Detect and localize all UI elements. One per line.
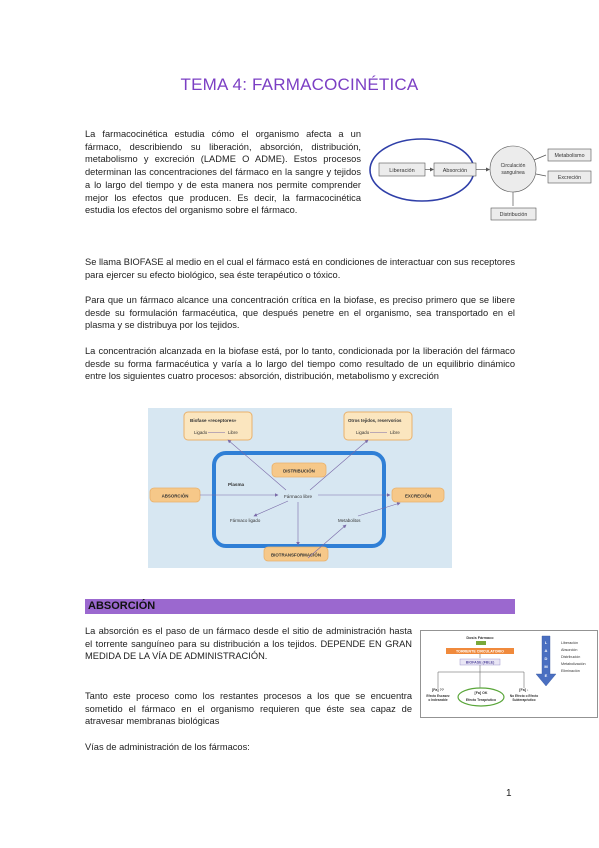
diagram-frame [420,630,598,718]
biofase-label: Biofase «receptores» [190,418,237,423]
efecto-terapeutico-label: Efecto Terapéutico [466,698,496,702]
efecto-terapeutico-ellipse [457,687,505,707]
dosis-icon [476,641,486,645]
ligado-label-2: Ligado [356,430,370,435]
circulacion-node [489,145,537,193]
metabolitos-label: Metabolitos [338,518,361,523]
ladme-letter-d: D [545,656,548,661]
ladme-letter-e: E [545,673,548,678]
libre-label-1: Libre [228,430,238,435]
circulacion-label-2: sanguínea [501,170,525,176]
excrecion-label: Excreción [558,175,581,181]
ladme-letter-m: M [544,664,548,669]
biofase-label: BIOFASE (FBLE) [466,661,495,665]
dosis-efecto-diagram: Dosis Fármaco TORRENTE CIRCULATORIO BIOF… [420,630,598,718]
intro-paragraph: La farmacocinética estudia cómo el organ… [85,129,361,216]
indeseable-label: o Indeseable [428,698,448,702]
equilibrio-paragraph: La concentración alcanzada en la biofase… [85,346,515,382]
plasma-label: Plasma [228,482,245,487]
absorcion-definition-paragraph: La absorción es el paso de un fármaco de… [85,626,412,662]
torrente-label: TORRENTE CIRCULATORIO [456,650,504,654]
biofase-plasma-diagram: Biofase «receptores» Ligado Libre Otros … [148,408,452,568]
ladme-arrow-icon [535,635,557,687]
absorcion-label: ABSORCIÓN [162,494,189,499]
legend-distribucion: Distribución [561,655,580,659]
ladme-letter-l: L [545,640,548,645]
circulacion-label: Circulación [501,163,526,169]
concentracion-paragraph: Para que un fármaco alcance una concentr… [85,295,515,331]
legend-absorcion: Absorción [561,648,577,652]
excrecion-label: EXCRECIÓN [405,494,431,499]
farmaco-ligado-label: Fármaco ligado [230,518,261,523]
biotransformacion-label: BIOTRANSFORMACIÓN [271,553,321,558]
ladme-letter-a: A [545,648,548,653]
farmaco-libre-label: Fármaco libre [284,494,313,499]
excrecion-box [547,170,592,184]
vias-administracion-paragraph: Vías de administración de los fármacos: [85,742,250,752]
liberacion-label: Liberación [389,168,414,174]
distribucion-label: Distribución [500,212,528,218]
otros-tejidos-box [343,411,413,441]
legend-eliminacion: Eliminación [561,669,580,673]
biofase-paragraph: Se llama BIOFASE al medio en el cual el … [85,257,515,280]
legend-liberacion: Liberación [561,641,578,645]
ladme-flow-diagram: Liberación Absorción Circulación sanguín… [369,138,592,221]
metabolismo-label: Metabolismo [554,153,584,159]
legend-metabolizacion: Metabolización [561,662,586,666]
distribucion-box [271,462,327,478]
plasma-compartment [212,451,386,548]
biotransformacion-box [263,546,329,562]
otros-tejidos-label: Otros tejidos, reservorios [348,418,402,423]
ligado-label-1: Ligado [194,430,208,435]
fa-left-label: [Fa] ?? [432,688,444,692]
page-number: 1 [506,788,512,799]
absorcion-section-header: ABSORCIÓN [85,599,515,614]
distribucion-label: DISTRIBUCIÓN [283,469,315,474]
dosis-label: Dosis Fármaco [466,636,494,640]
section-title: ABSORCIÓN [88,600,156,612]
efecto-escasez-label: Efecto Escasez [426,694,450,698]
torrente-bar [446,648,514,654]
subterapeutico-label: Subterapéutico [512,698,535,702]
biofase-box [183,411,253,441]
fa-mid-label: [Fa] OK [475,691,488,695]
no-efecto-label: No Efecto o Efecto [510,694,538,698]
absorcion-label: Absorción [443,168,467,174]
fa-right-label: [Fa] ↓ [519,688,529,692]
membranas-paragraph: Tanto este proceso como los restantes pr… [85,691,412,727]
page-title: TEMA 4: FARMACOCINÉTICA [180,75,419,94]
metabolismo-box [547,148,592,162]
excrecion-box [391,487,445,503]
distribucion-box [490,207,537,221]
libre-label-2: Libre [390,430,400,435]
